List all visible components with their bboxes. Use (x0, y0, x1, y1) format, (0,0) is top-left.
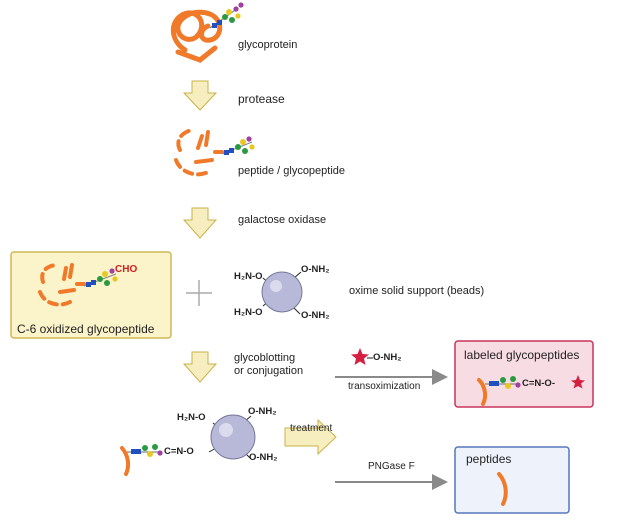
reagent-group: O-NH₂ (373, 352, 402, 363)
label-galactose-oxidase: galactose oxidase (238, 214, 327, 226)
label-protease: protease (238, 92, 285, 106)
labeled-glycopeptide-structure (477, 375, 585, 406)
glycan-chain-icon (83, 268, 118, 287)
bead-group-top-left: H₂N-O (234, 271, 263, 282)
bead2-group-top-left: H₂N-O (177, 412, 206, 423)
label-cho: CHO (115, 264, 138, 275)
bead2-group-bottom-right: O-NH₂ (249, 452, 278, 463)
labeled-glycopeptides-title: labeled glycopeptides (464, 348, 580, 362)
treatment-arrow (284, 418, 337, 456)
label-treatment: treatment (290, 423, 333, 434)
down-arrow-3 (182, 351, 218, 383)
glycoprotein-structure (170, 2, 244, 63)
star-label-icon (351, 348, 373, 365)
oxidized-fragments (38, 263, 118, 307)
plus-icon (186, 280, 212, 306)
label-beads: oxime solid support (beads) (349, 285, 485, 297)
glycan-chain-icon (209, 2, 244, 29)
down-arrow-1 (182, 80, 218, 111)
label-conjugation: or conjugation (234, 365, 304, 377)
label-oxidized: C-6 oxidized glycopeptide (17, 322, 155, 336)
peptides-box (454, 446, 570, 514)
bead2-oxime-bond: C=N-O (164, 446, 194, 457)
peptides-title: peptides (466, 452, 512, 466)
bead-group-top-right: O-NH₂ (301, 264, 330, 275)
bead-group-bottom-left: H₂N-O (234, 307, 263, 318)
labeled-glycopeptides-box (454, 340, 594, 408)
label-peptide: peptide / glycopeptide (238, 165, 346, 177)
peptide-fragments (174, 128, 255, 177)
label-glycoprotein: glycoprotein (238, 39, 298, 51)
glycan-chain-icon (221, 136, 255, 155)
oxidized-glycopeptide-box (10, 251, 172, 339)
conjugated-bead (120, 414, 256, 476)
peptide-strand (497, 472, 508, 506)
label-glycoblotting: glycoblotting (234, 352, 296, 364)
oxime-bead (261, 271, 303, 315)
bead-group-bottom-right: O-NH₂ (301, 310, 330, 321)
labeled-oxime-bond: C=N-O- (522, 378, 555, 389)
down-arrow-2 (182, 207, 218, 239)
label-pngase: PNGase F (368, 461, 415, 472)
bead2-group-top-right: O-NH₂ (248, 406, 277, 417)
label-transoximization: transoximization (348, 381, 421, 392)
